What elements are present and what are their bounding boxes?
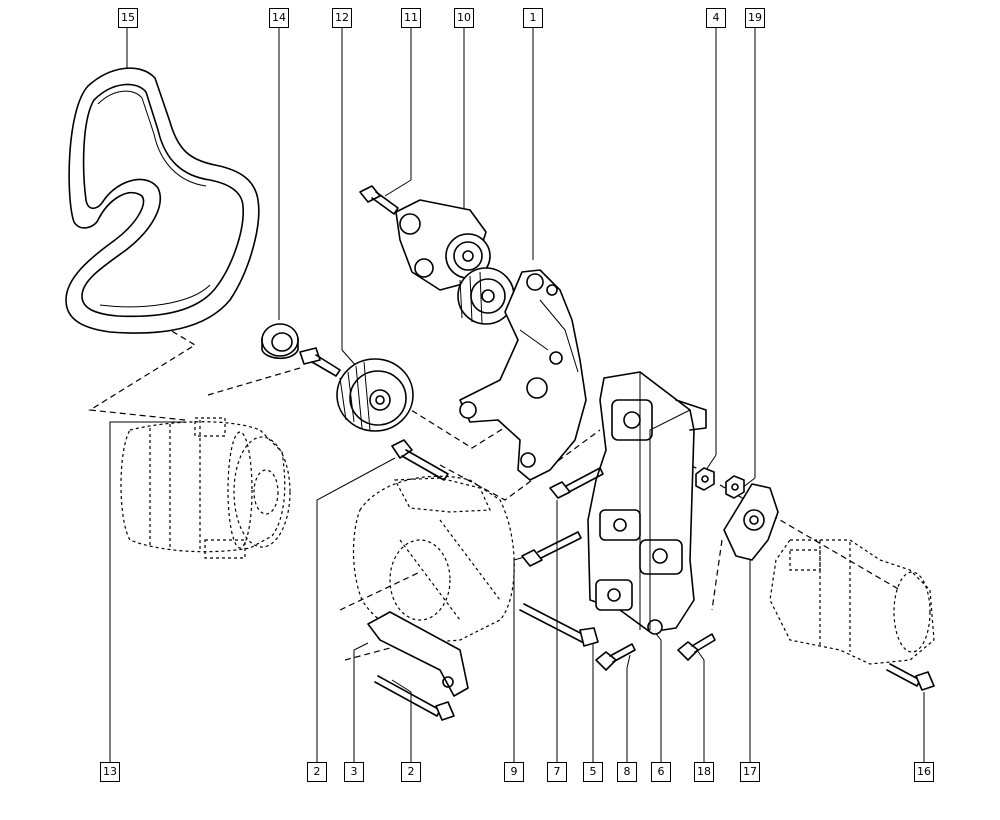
leader-lines	[109, 27, 925, 762]
callout-1: 1	[523, 8, 543, 28]
bolt-18	[677, 633, 716, 661]
callout-7: 7	[547, 762, 567, 782]
callout-9: 9	[504, 762, 524, 782]
callout-2-right: 2	[401, 762, 421, 782]
bolt-2-lower	[374, 675, 455, 721]
callout-6: 6	[651, 762, 671, 782]
callout-15: 15	[118, 8, 138, 28]
callout-11: 11	[401, 8, 421, 28]
idler-pulley	[336, 358, 414, 432]
bolt-7	[549, 467, 604, 499]
callout-10: 10	[454, 8, 474, 28]
small-pulley	[261, 323, 299, 360]
drive-belt	[65, 67, 260, 334]
callout-14: 14	[269, 8, 289, 28]
main-bracket	[459, 269, 587, 481]
bolt-2-upper	[391, 439, 449, 481]
ac-compressor	[120, 417, 291, 559]
bolt-long	[519, 603, 599, 647]
nut-19	[725, 475, 745, 499]
alternator	[352, 475, 515, 642]
callout-18: 18	[694, 762, 714, 782]
callout-3: 3	[344, 762, 364, 782]
callout-16: 16	[914, 762, 934, 782]
alternator-bracket	[367, 611, 469, 697]
bolt-8	[595, 643, 636, 671]
callout-5: 5	[583, 762, 603, 782]
callout-19: 19	[745, 8, 765, 28]
starter-motor	[769, 539, 935, 665]
callout-8: 8	[617, 762, 637, 782]
belt-tensioner	[395, 199, 515, 325]
mounting-plate	[723, 483, 779, 561]
tensioner-bolt	[359, 185, 399, 215]
bolt-16	[886, 663, 935, 691]
bolt-9	[521, 531, 582, 567]
callout-13: 13	[100, 762, 120, 782]
callout-12: 12	[332, 8, 352, 28]
callout-17: 17	[740, 762, 760, 782]
nut-4	[695, 467, 715, 491]
assembly-lines	[88, 284, 901, 661]
mounting-block	[587, 371, 707, 635]
pulley-bolt	[299, 347, 341, 377]
callout-4: 4	[706, 8, 726, 28]
callout-2-left: 2	[307, 762, 327, 782]
